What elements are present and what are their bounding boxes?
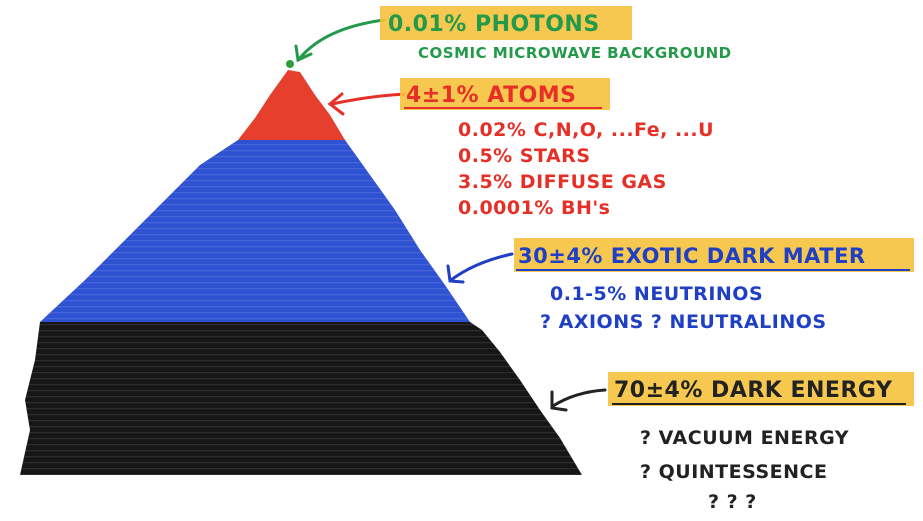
photons-title: 0.01% PHOTONS	[388, 12, 600, 37]
dark-energy-arrow	[551, 388, 607, 408]
dark-matter-item: ? AXIONS ? NEUTRALINOS	[540, 311, 827, 333]
dark-energy-item: ? VACUUM ENERGY	[640, 427, 849, 449]
dark-energy-item: ? ? ?	[708, 491, 757, 513]
dark-energy-item: ? QUINTESSENCE	[640, 461, 827, 483]
dark-matter-highlight	[514, 238, 914, 272]
photons-subtitle: COSMIC MICROWAVE BACKGROUND	[418, 44, 732, 62]
photons-highlight	[380, 6, 632, 40]
dark-matter-arrowhead	[446, 264, 465, 284]
atoms-arrow	[330, 92, 407, 106]
dark-energy-title: 70±4% DARK ENERGY	[614, 378, 893, 403]
pyramid-layer-atoms	[238, 70, 345, 140]
dark-energy-arrowhead	[550, 390, 568, 412]
photons-arrowhead	[294, 44, 313, 63]
pyramid-layer-photons	[286, 60, 294, 68]
photons-arrow	[298, 18, 386, 60]
dark-matter-arrow	[449, 252, 514, 282]
atoms-arrowhead	[327, 92, 345, 116]
atoms-title: 4±1% ATOMS	[406, 83, 577, 108]
atoms-item: 0.02% C,N,O, ...Fe, ...U	[458, 119, 714, 141]
atoms-item: 0.5% STARS	[458, 145, 591, 167]
dark-matter-title: 30±4% EXOTIC DARK MATER	[518, 244, 866, 268]
atoms-highlight	[400, 78, 610, 110]
dark-energy-highlight	[608, 372, 914, 406]
pyramid-layer-dark-energy-texture	[20, 322, 582, 475]
pyramid-layer-dark-matter-texture	[40, 140, 470, 322]
dark-matter-item: 0.1-5% NEUTRINOS	[550, 283, 763, 305]
atoms-item: 3.5% DIFFUSE GAS	[458, 171, 667, 193]
pyramid	[20, 60, 582, 475]
atoms-item: 0.0001% BH's	[458, 197, 610, 219]
